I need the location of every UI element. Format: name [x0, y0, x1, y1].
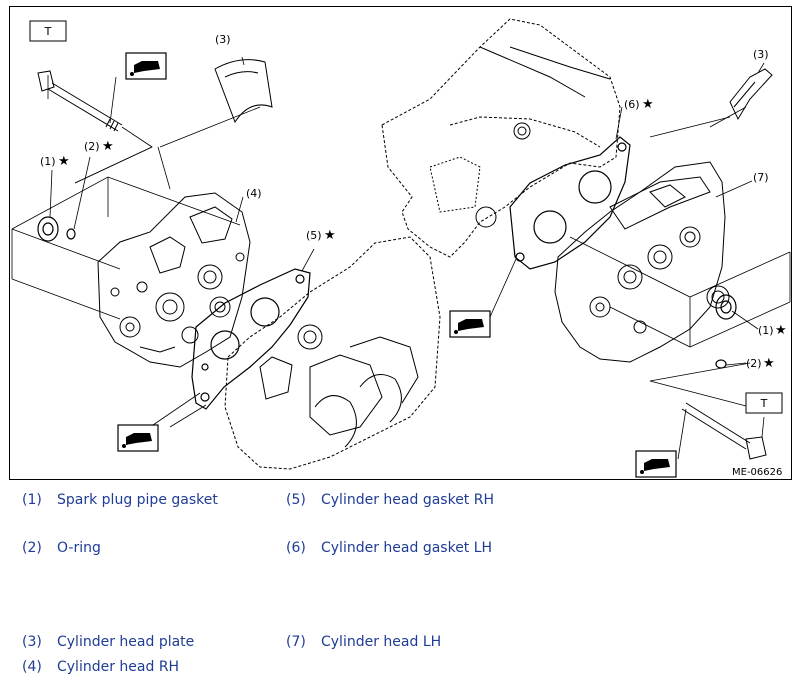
callout-number: (7) [753, 171, 769, 184]
callout-2-left: (2) ★ [84, 139, 114, 154]
legend-number: (4) [22, 659, 42, 675]
callout-7: (7) [753, 171, 769, 184]
legend-number: (6) [286, 540, 306, 556]
legend-text: Cylinder head RH [57, 659, 180, 675]
callout-1-right: (1) ★ [758, 323, 787, 338]
callout-number: (3) [215, 33, 231, 46]
engine-block-rear [381, 18, 621, 258]
legend-text: Spark plug pipe gasket [57, 492, 218, 508]
callout-number: (2) [84, 140, 100, 153]
legend-number: (3) [22, 634, 42, 650]
callout-number: (1) [40, 155, 56, 168]
oil-application-icon [117, 424, 159, 452]
spark-plug-pipe-gasket-left [37, 216, 59, 242]
replace-star-icon: ★ [102, 139, 114, 154]
replace-star-icon: ★ [324, 228, 336, 243]
oil-application-icon [125, 52, 167, 80]
callout-5: (5) ★ [306, 228, 336, 243]
engine-block-front [224, 236, 441, 470]
cylinder-head-plate-right [729, 68, 773, 121]
cylinder-head-rh [97, 192, 251, 368]
callout-3-right: (3) [753, 48, 769, 61]
cylinder-head-gasket-lh [509, 136, 631, 270]
callout-number: (5) [306, 229, 322, 242]
torque-symbol: T [44, 25, 52, 38]
legend-text: Cylinder head LH [321, 634, 442, 650]
spark-plug-pipe-gasket-right [715, 294, 737, 320]
head-bolt-left [37, 70, 123, 132]
callout-3-left: (3) [215, 33, 231, 46]
torque-symbol: T [760, 397, 768, 410]
o-ring-left [66, 228, 76, 240]
callout-1-left: (1) ★ [40, 154, 70, 169]
callout-number: (6) [624, 98, 640, 111]
legend-number: (2) [22, 540, 42, 556]
oil-application-icon [635, 450, 677, 478]
cylinder-head-gasket-rh [191, 268, 311, 410]
legend-number: (7) [286, 634, 306, 650]
legend-text: Cylinder head plate [57, 634, 195, 650]
legend-number: (5) [286, 492, 306, 508]
callout-number: (1) [758, 324, 774, 337]
figure-code: ME-06626 [732, 467, 782, 478]
cylinder-head-plate-left [214, 59, 273, 124]
reference-box-left [11, 176, 241, 320]
diagram-canvas: T T (1) ★ (2) ★ (3) (4) (5) ★ [11, 18, 791, 478]
callout-number: (2) [746, 357, 762, 370]
head-bolt-right [681, 402, 767, 460]
exploded-view-figure: T T (1) ★ (2) ★ (3) (4) (5) ★ [9, 6, 792, 480]
callout-6: (6) ★ [624, 97, 654, 112]
legend-text: O-ring [57, 540, 101, 556]
oil-application-icon [449, 310, 491, 338]
torque-box-left: T [29, 20, 67, 42]
replace-star-icon: ★ [775, 323, 787, 338]
reference-box-right [569, 236, 791, 348]
o-ring-right [715, 359, 727, 369]
legend-text: Cylinder head gasket RH [321, 492, 494, 508]
replace-star-icon: ★ [642, 97, 654, 112]
legend-number: (1) [22, 492, 42, 508]
callout-number: (3) [753, 48, 769, 61]
replace-star-icon: ★ [58, 154, 70, 169]
torque-box-right: T [745, 392, 783, 414]
callout-4: (4) [246, 187, 262, 200]
callout-number: (4) [246, 187, 262, 200]
leader-lines [47, 56, 765, 460]
callout-2-right: (2) ★ [746, 356, 775, 371]
legend-text: Cylinder head gasket LH [321, 540, 493, 556]
replace-star-icon: ★ [763, 356, 775, 371]
cylinder-head-lh [554, 161, 730, 363]
